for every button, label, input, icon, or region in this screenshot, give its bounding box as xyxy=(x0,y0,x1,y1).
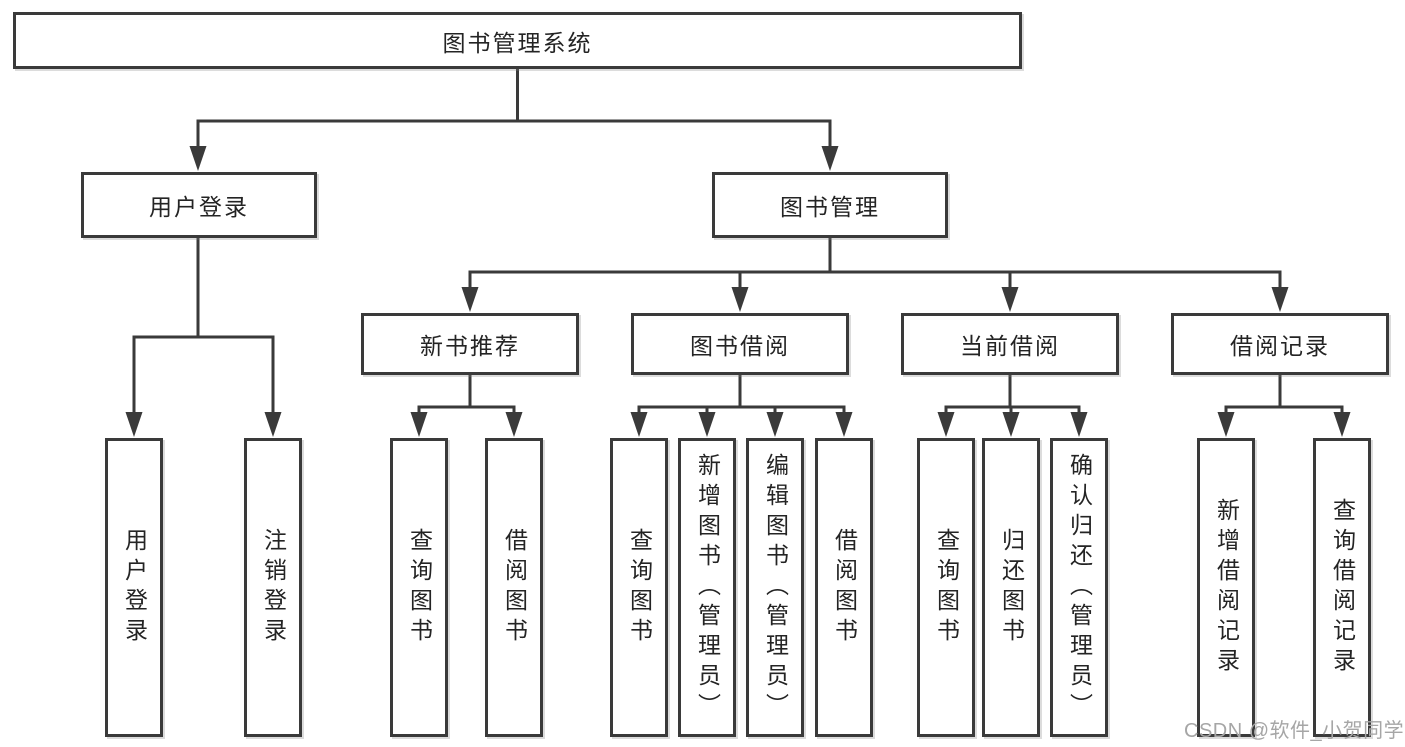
node-library-management-system: 图书管理系统 xyxy=(13,12,1022,69)
arrowhead-leaf-c1 xyxy=(630,412,648,437)
node-current-borrowing: 当前借阅 xyxy=(901,313,1119,375)
leaf-user-login: 用户登录 xyxy=(105,438,163,737)
leaf-add-books-admin: 新增图书（管理员） xyxy=(678,438,736,737)
csdn-watermark: CSDN @软件_小贺同学 xyxy=(1184,720,1405,742)
node-new-book-recommendation: 新书推荐 xyxy=(361,313,579,375)
arrowhead-leaf-c2 xyxy=(698,412,716,437)
leaf-borrow-books: 借阅图书 xyxy=(815,438,873,737)
node-book-management: 图书管理 xyxy=(712,172,948,238)
arrowhead-leaf-d1 xyxy=(937,412,955,437)
node-borrowing-records: 借阅记录 xyxy=(1171,313,1389,375)
arrowhead-leaf-user-login xyxy=(125,412,143,437)
arrowhead-current xyxy=(1001,287,1019,312)
leaf-add-borrow-record: 新增借阅记录 xyxy=(1197,438,1255,737)
arrowhead-borrowing xyxy=(731,287,749,312)
arrowhead-leaf-b2 xyxy=(505,412,523,437)
leaf-query-books-recommend: 查询图书 xyxy=(390,438,448,737)
leaf-query-borrow-record: 查询借阅记录 xyxy=(1313,438,1371,737)
arrowhead-records xyxy=(1271,287,1289,312)
node-book-borrowing: 图书借阅 xyxy=(631,313,849,375)
arrowhead-leaf-d2 xyxy=(1002,412,1020,437)
arrowhead-book-management xyxy=(821,146,839,171)
leaf-edit-books-admin: 编辑图书（管理员） xyxy=(746,438,804,737)
arrowheads xyxy=(125,146,1351,437)
arrowhead-leaf-logout xyxy=(264,412,282,437)
arrowhead-user-login xyxy=(189,146,207,171)
arrowhead-leaf-d3 xyxy=(1070,412,1088,437)
leaf-return-books: 归还图书 xyxy=(982,438,1040,737)
arrowhead-leaf-c4 xyxy=(835,412,853,437)
leaf-borrow-books-recommend: 借阅图书 xyxy=(485,438,543,737)
arrowhead-leaf-b1 xyxy=(410,412,428,437)
arrowhead-recommend xyxy=(461,287,479,312)
arrowhead-leaf-c3 xyxy=(766,412,784,437)
arrowhead-leaf-e1 xyxy=(1217,412,1235,437)
leaf-query-books-current: 查询图书 xyxy=(917,438,975,737)
leaf-query-books-borrowing: 查询图书 xyxy=(610,438,668,737)
leaf-confirm-return-admin: 确认归还（管理员） xyxy=(1050,438,1108,737)
arrowhead-leaf-e2 xyxy=(1333,412,1351,437)
node-user-login: 用户登录 xyxy=(81,172,317,238)
leaf-logout: 注销登录 xyxy=(244,438,302,737)
